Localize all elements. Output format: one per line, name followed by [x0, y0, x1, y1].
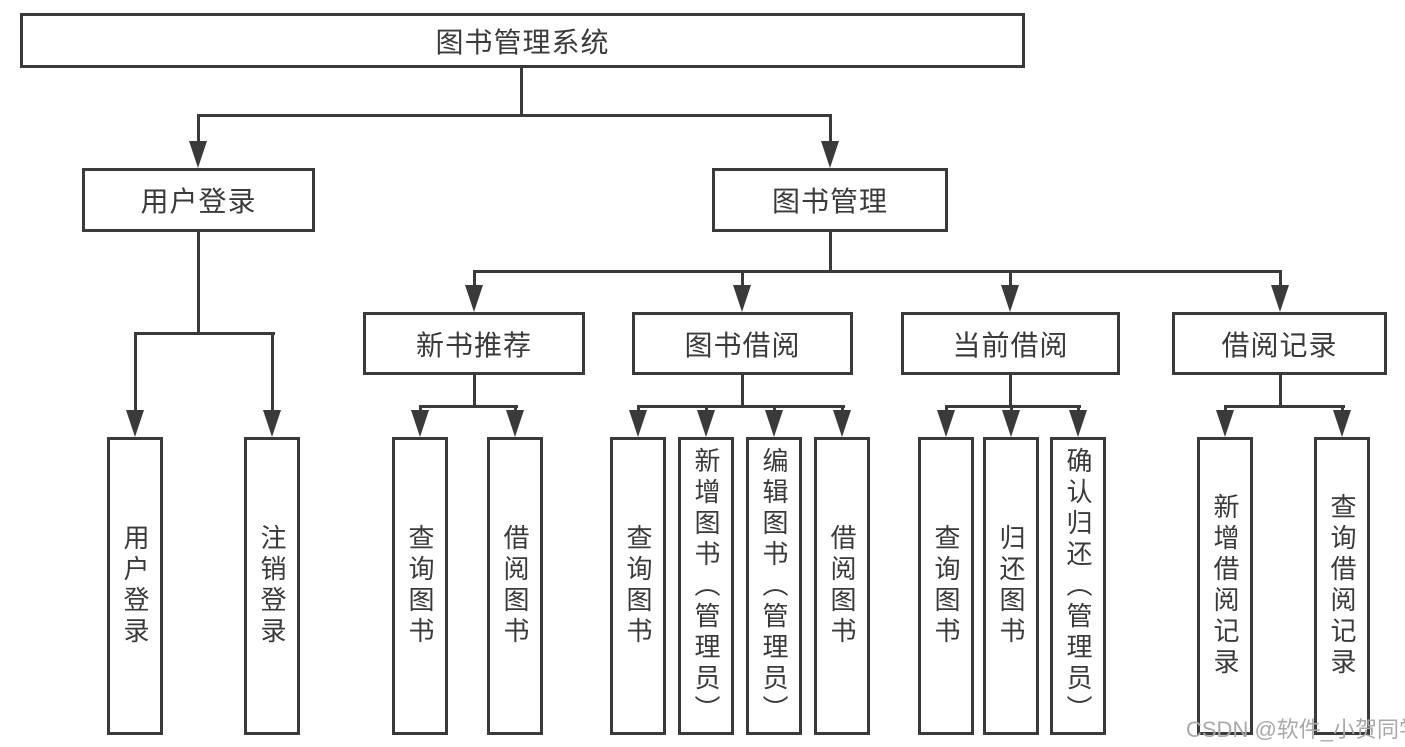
connector-drop-leaf: [773, 405, 776, 413]
node-book-management: 图书管理: [712, 168, 948, 232]
leaf-query-borrow-record: 查询借阅记录: [1314, 437, 1370, 735]
node-user-login: 用户登录: [82, 168, 315, 232]
connector-rail-level3: [473, 270, 1282, 273]
connector-drop-leaf: [134, 332, 137, 413]
connector-drop-current-borrow: [1009, 270, 1012, 287]
arrow-down-icon: [465, 285, 483, 312]
connector-drop-new-book: [473, 270, 476, 287]
leaf-query-book-borrow: 查询图书: [610, 437, 666, 735]
arrow-down-icon: [1002, 410, 1020, 437]
arrow-down-icon: [1001, 285, 1019, 312]
arrow-down-icon: [833, 410, 851, 437]
arrow-down-icon: [506, 410, 524, 437]
connector-new-book-stem: [473, 375, 476, 408]
leaf-confirm-return-admin: 确认归还（管理员）: [1050, 437, 1106, 735]
arrow-down-icon: [411, 410, 429, 437]
connector-drop-leaf: [1010, 405, 1013, 413]
node-root-library-system: 图书管理系统: [20, 13, 1025, 68]
leaf-borrow-book: 借阅图书: [814, 437, 870, 735]
csdn-watermark: CSDN @软件_小贺同学: [1186, 717, 1405, 742]
arrow-down-icon: [1069, 410, 1087, 437]
connector-drop-leaf: [1341, 405, 1344, 413]
connector-drop-book-borrow: [741, 270, 744, 287]
leaf-add-borrow-record: 新增借阅记录: [1197, 437, 1253, 735]
leaf-logout: 注销登录: [244, 437, 300, 735]
connector-drop-leaf: [637, 405, 640, 413]
connector-drop-leaf: [514, 405, 517, 413]
arrow-down-icon: [821, 141, 839, 168]
connector-borrow-record-stem: [1279, 375, 1282, 408]
arrow-down-icon: [733, 285, 751, 312]
arrow-down-icon: [937, 410, 955, 437]
leaf-query-book-recommend: 查询图书: [392, 437, 448, 735]
connector-current-borrow-stem: [1009, 375, 1012, 408]
connector-drop-leaf: [945, 405, 948, 413]
connector-drop-leaf: [271, 332, 274, 413]
connector-rail-level2: [197, 114, 832, 117]
connector-drop-leaf: [419, 405, 422, 413]
arrow-down-icon: [189, 141, 207, 168]
node-book-borrow: 图书借阅: [632, 312, 853, 375]
leaf-query-book-current: 查询图书: [918, 437, 974, 735]
arrow-down-icon: [126, 410, 144, 437]
leaf-borrow-book-recommend: 借阅图书: [487, 437, 543, 735]
leaf-user-login: 用户登录: [107, 437, 163, 735]
connector-drop-borrow-record: [1279, 270, 1282, 287]
arrow-down-icon: [697, 410, 715, 437]
connector-drop-user-login: [197, 114, 200, 146]
connector-book-mgmt-stem: [829, 232, 832, 273]
arrow-down-icon: [1271, 285, 1289, 312]
connector-drop-leaf: [705, 405, 708, 413]
connector-book-borrow-stem: [741, 375, 744, 408]
connector-drop-leaf: [1224, 405, 1227, 413]
leaf-add-book-admin: 新增图书（管理员）: [678, 437, 734, 735]
connector-drop-leaf: [1077, 405, 1080, 413]
connector-drop-leaf: [841, 405, 844, 413]
leaf-return-book: 归还图书: [983, 437, 1039, 735]
arrow-down-icon: [765, 410, 783, 437]
connector-rail-current-borrow: [945, 405, 1081, 408]
connector-rail-book-borrow: [637, 405, 845, 408]
leaf-edit-book-admin: 编辑图书（管理员）: [746, 437, 802, 735]
connector-drop-book-mgmt: [829, 114, 832, 146]
arrow-down-icon: [629, 410, 647, 437]
connector-rail-new-book: [419, 405, 518, 408]
connector-user-login-stem: [197, 232, 200, 335]
node-current-borrow: 当前借阅: [901, 312, 1120, 375]
connector-root-stem: [520, 68, 523, 116]
connector-rail-user-login: [134, 332, 275, 335]
arrow-down-icon: [1216, 410, 1234, 437]
node-borrow-record: 借阅记录: [1172, 312, 1387, 375]
connector-rail-borrow-record: [1224, 405, 1345, 408]
node-new-book-recommend: 新书推荐: [363, 312, 585, 375]
arrow-down-icon: [263, 410, 281, 437]
arrow-down-icon: [1333, 410, 1351, 437]
